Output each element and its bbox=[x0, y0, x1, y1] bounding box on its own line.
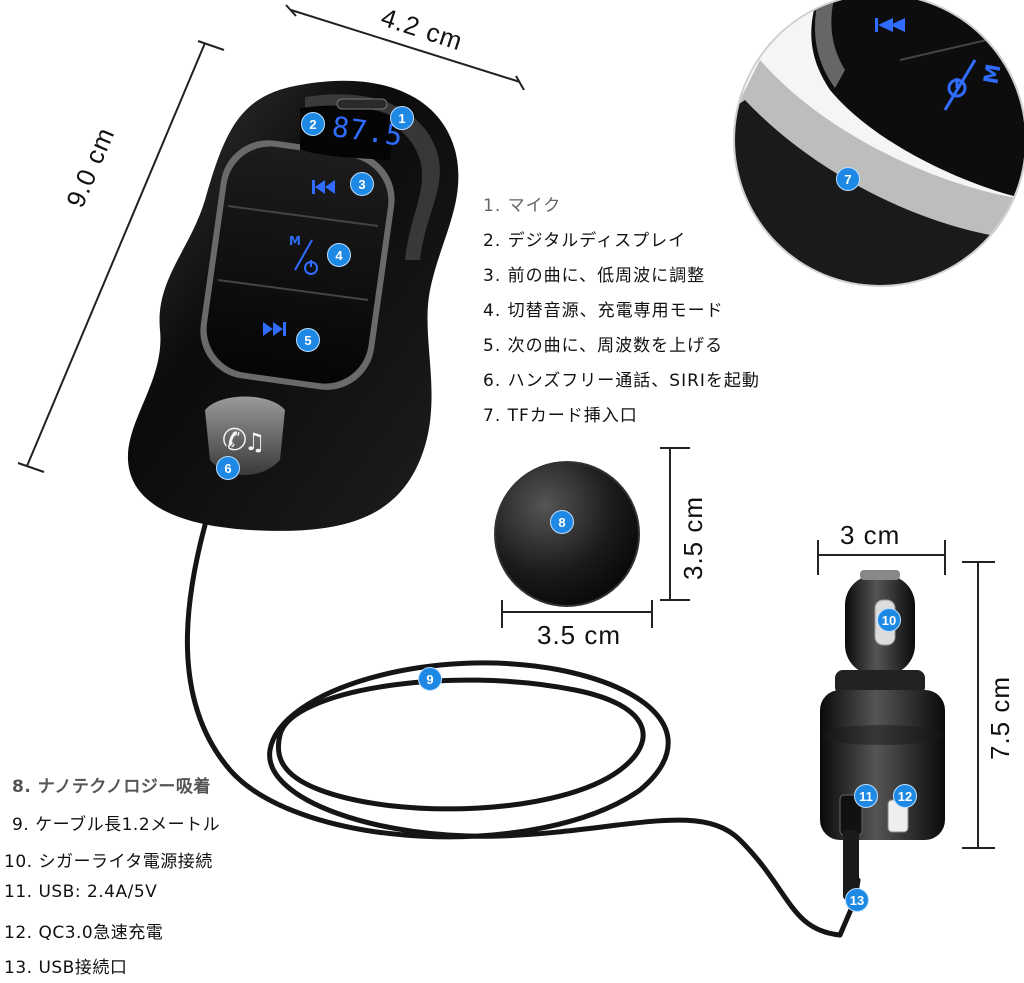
badge-11: 11 bbox=[854, 784, 878, 808]
feature-2: 2. デジタルディスプレイ bbox=[483, 231, 687, 251]
badge-9: 9 bbox=[418, 667, 442, 691]
fm-transmitter-body: ✆ ♫ bbox=[127, 80, 459, 531]
badge-12: 12 bbox=[893, 784, 917, 808]
badge-6: 6 bbox=[216, 456, 240, 480]
badge-3: 3 bbox=[350, 172, 374, 196]
feature-6: 6. ハンズフリー通話、SIRIを起動 bbox=[483, 371, 760, 391]
feature-12: 12. QC3.0急速充電 bbox=[4, 923, 164, 943]
badge-8: 8 bbox=[550, 510, 574, 534]
mode-power-icon-zoom bbox=[943, 59, 977, 111]
plate-width-label: 3.5 cm bbox=[537, 620, 622, 650]
badge-1: 1 bbox=[390, 106, 414, 130]
prev-icon bbox=[312, 180, 335, 194]
prev-icon-zoom bbox=[875, 18, 905, 32]
badge-5: 5 bbox=[296, 328, 320, 352]
badge-7: 7 bbox=[836, 167, 860, 191]
feature-10: 10. シガーライタ電源接続 bbox=[4, 852, 213, 872]
feature-11: 11. USB: 2.4A/5V bbox=[4, 882, 158, 902]
plate-dimension-lines bbox=[501, 447, 690, 628]
mode-power-icon bbox=[294, 239, 318, 275]
tf-slot-zoom-view bbox=[733, 0, 1024, 287]
feature-4: 4. 切替音源、充電専用モード bbox=[483, 301, 724, 321]
feature-13: 13. USB接続口 bbox=[4, 958, 128, 978]
badge-2: 2 bbox=[301, 112, 325, 136]
magnetic-plate bbox=[494, 461, 640, 607]
feature-8: 8. ナノテクノロジー吸着 bbox=[12, 777, 211, 797]
height-dimension-line bbox=[17, 40, 225, 473]
svg-text:✆: ✆ bbox=[222, 423, 247, 458]
width-dimension-line bbox=[285, 4, 525, 91]
badge-10: 10 bbox=[877, 608, 901, 632]
mode-button-label-zoom: M bbox=[978, 62, 1006, 86]
mode-button-label: M bbox=[289, 234, 301, 248]
plate-height-label: 3.5 cm bbox=[678, 495, 708, 580]
charger-dimension-lines bbox=[817, 540, 995, 849]
svg-text:♫: ♫ bbox=[244, 428, 266, 456]
feature-3: 3. 前の曲に、低周波に調整 bbox=[483, 266, 706, 286]
badge-4: 4 bbox=[327, 243, 351, 267]
feature-1: 1. マイク bbox=[483, 196, 562, 216]
feature-5: 5. 次の曲に、周波数を上げる bbox=[483, 336, 724, 356]
charger-width-label: 3 cm bbox=[840, 520, 901, 550]
next-icon bbox=[263, 322, 286, 336]
charger-height-label: 7.5 cm bbox=[985, 675, 1015, 760]
feature-9: 9. ケーブル長1.2メートル bbox=[12, 815, 221, 835]
badge-13: 13 bbox=[845, 888, 869, 912]
feature-7: 7. TFカード挿入口 bbox=[483, 406, 638, 426]
